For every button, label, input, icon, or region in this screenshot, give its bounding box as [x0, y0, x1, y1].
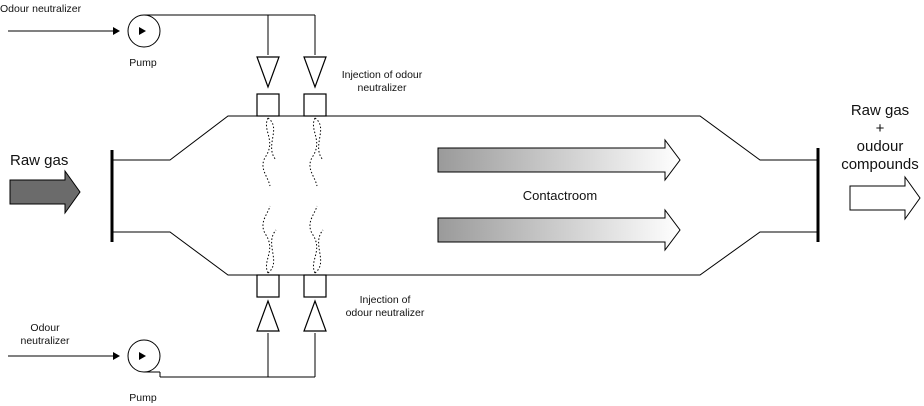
bottom-neutralizer-label-line2: neutralizer [20, 335, 70, 347]
outlet-label-line4: compounds [841, 156, 919, 173]
top-left-valve-icon [256, 56, 280, 89]
bottom-feed-arrowhead [113, 352, 120, 360]
bottom-spray-pattern [262, 205, 324, 274]
top-right-nozzle [303, 93, 327, 117]
top-injection-label-line2: neutralizer [357, 82, 407, 94]
duct-outline [110, 115, 820, 276]
top-injection-label-line1: Injection of odour [342, 69, 423, 81]
bottom-pump-label: Pump [129, 392, 157, 404]
outlet-label-line2: + [876, 120, 885, 137]
bottom-injection-label-line2: odour neutralizer [346, 307, 425, 319]
top-pump-label: Pump [129, 57, 157, 69]
top-left-nozzle [256, 93, 280, 117]
bottom-neutralizer-label-line1: Odour [30, 322, 60, 334]
top-feed-arrowhead [113, 27, 120, 35]
contactroom-label: Contactroom [523, 188, 597, 203]
bottom-left-nozzle [256, 274, 280, 298]
top-feed [8, 14, 316, 55]
bottom-pump-icon [127, 339, 161, 373]
bottom-right-valve-icon [303, 299, 327, 332]
contact-flow-arrow-upper [437, 138, 681, 182]
bottom-feed [8, 333, 316, 378]
outlet-label-line1: Raw gas [851, 102, 909, 119]
bottom-right-nozzle [303, 274, 327, 298]
top-spray-pattern [262, 117, 324, 187]
bottom-left-valve-icon [256, 299, 280, 332]
top-neutralizer-label: Odour neutralizer [0, 3, 82, 15]
outlet-label-line3: oudour [857, 138, 904, 155]
inlet-flow-arrow [9, 169, 81, 215]
top-right-valve-icon [303, 56, 327, 89]
contact-flow-arrow-lower [437, 208, 681, 252]
top-pump-icon [127, 14, 161, 48]
outlet-flow-arrow [849, 175, 921, 221]
bottom-injection-label-line1: Injection of [360, 294, 411, 306]
raw-gas-inlet-label: Raw gas [10, 152, 68, 169]
